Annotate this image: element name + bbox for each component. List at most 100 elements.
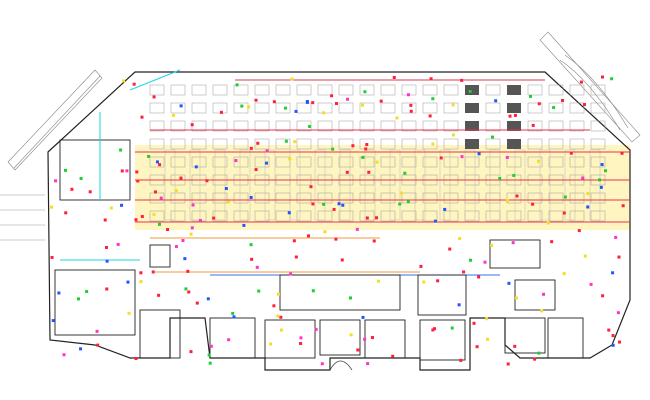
device-marker: [314, 327, 318, 331]
device-marker: [364, 147, 368, 151]
shelf-rack: [443, 138, 459, 150]
device-marker: [279, 315, 283, 319]
device-marker: [240, 104, 244, 108]
device-marker: [514, 296, 518, 300]
device-marker: [505, 199, 509, 203]
room: [489, 239, 541, 269]
shelf-rack: [590, 102, 606, 114]
storage-block: [465, 121, 479, 131]
shelf-aisle: [389, 149, 401, 221]
device-marker: [337, 202, 341, 206]
shelf-rack: [254, 192, 270, 204]
shelf-rack: [191, 138, 207, 150]
device-marker: [604, 169, 608, 173]
shelf-rack: [548, 192, 564, 204]
room: [209, 317, 256, 359]
device-marker: [227, 338, 231, 342]
shelf-rack: [233, 84, 249, 96]
device-marker: [540, 309, 544, 313]
device-marker: [600, 163, 604, 167]
device-marker: [320, 362, 324, 366]
shelf-aisle: [439, 149, 451, 221]
shelf-rack: [212, 138, 228, 150]
device-marker: [395, 116, 399, 120]
shelf-rack: [569, 120, 585, 132]
device-markers: [50, 75, 625, 366]
shelf-rack: [317, 120, 333, 132]
shelf-rack: [485, 84, 501, 96]
device-marker: [158, 163, 162, 167]
device-marker: [431, 328, 435, 332]
device-marker: [290, 77, 294, 81]
shelf-rack: [149, 102, 165, 114]
device-marker: [256, 141, 260, 145]
shelf-rack: [569, 210, 585, 222]
shelf-rack: [590, 84, 606, 96]
device-marker: [280, 328, 284, 332]
room: [149, 244, 171, 268]
device-marker: [457, 303, 461, 307]
device-marker: [486, 337, 490, 341]
shelf-rack: [149, 156, 165, 168]
device-marker: [409, 103, 413, 107]
device-marker: [272, 304, 276, 308]
device-marker: [63, 168, 67, 172]
device-marker: [345, 170, 349, 174]
shelf-rack: [254, 102, 270, 114]
device-marker: [552, 106, 556, 110]
device-marker: [477, 275, 481, 279]
device-marker: [460, 78, 464, 82]
device-marker: [579, 80, 583, 84]
device-marker: [561, 99, 565, 103]
shelf-aisle: [289, 149, 301, 221]
device-marker: [581, 176, 585, 180]
shelf-rack: [296, 192, 312, 204]
device-marker: [159, 196, 163, 200]
device-marker: [103, 218, 107, 222]
device-marker: [152, 95, 156, 99]
device-marker: [432, 327, 436, 331]
device-marker: [355, 227, 359, 231]
shelf-rack: [401, 138, 417, 150]
device-marker: [349, 333, 353, 337]
device-marker: [422, 280, 426, 284]
device-marker: [472, 321, 476, 325]
left-entrance-steps: [0, 194, 45, 241]
shelf-rack: [527, 156, 543, 168]
device-marker: [187, 290, 191, 294]
highlighted-zone: [135, 145, 630, 230]
device-marker: [601, 294, 605, 298]
device-marker: [157, 293, 161, 297]
device-marker: [249, 243, 253, 247]
device-marker: [190, 123, 194, 127]
shelf-rack: [275, 84, 291, 96]
device-marker: [305, 99, 309, 103]
device-marker: [448, 247, 452, 251]
device-marker: [127, 311, 131, 315]
device-marker: [79, 177, 83, 181]
shelf-rack: [548, 120, 564, 132]
device-marker: [506, 362, 510, 366]
device-marker: [152, 212, 156, 216]
device-marker: [372, 239, 376, 243]
shelf-rack: [254, 84, 270, 96]
shelf-rack: [296, 156, 312, 168]
device-marker: [64, 211, 68, 215]
device-marker: [618, 340, 622, 344]
shelf-rack: [590, 138, 606, 150]
shelf-rack: [170, 102, 186, 114]
device-marker: [529, 94, 533, 98]
device-marker: [309, 185, 313, 189]
device-marker: [54, 179, 58, 183]
device-marker: [485, 317, 489, 321]
device-marker: [616, 311, 620, 315]
device-marker: [51, 319, 55, 323]
shelf-rack: [548, 102, 564, 114]
shelf-rack: [590, 120, 606, 132]
device-marker: [189, 350, 193, 354]
shelf-rack: [233, 120, 249, 132]
shelf-rack: [170, 192, 186, 204]
shelf-rack: [569, 102, 585, 114]
device-marker: [191, 203, 195, 207]
device-marker: [277, 292, 281, 296]
